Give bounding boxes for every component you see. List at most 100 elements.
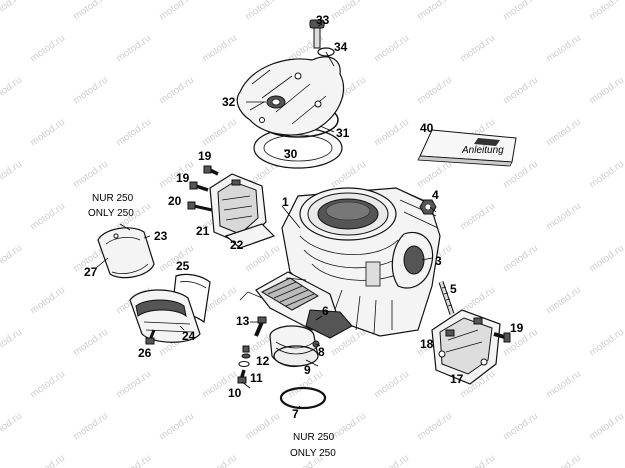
watermark-text: motod.ru — [372, 369, 411, 401]
callout-33: 33 — [316, 13, 330, 27]
watermark-text: motod.ru — [114, 117, 153, 149]
watermark-text: motod.ru — [544, 33, 583, 65]
callout-3: 3 — [435, 254, 442, 268]
watermark-text: motod.ru — [372, 33, 411, 65]
callout-19-top: 19 — [198, 149, 212, 163]
watermark-text: motod.ru — [157, 411, 196, 443]
reed-valve-assembly — [239, 271, 353, 339]
watermark-text: motod.ru — [0, 75, 24, 107]
watermark-text: motod.ru — [458, 453, 497, 468]
watermark-text: motod.ru — [0, 327, 24, 359]
watermark-text: motod.ru — [415, 159, 454, 191]
nut — [419, 199, 437, 215]
watermark-text: motod.ru — [415, 0, 454, 22]
watermark-text: motod.ru — [587, 75, 625, 107]
watermark-text: motod.ru — [587, 327, 625, 359]
leader-lines — [95, 23, 437, 409]
watermark-text: motod.ru — [587, 159, 625, 191]
watermark-text: motod.ru — [0, 0, 24, 22]
watermark-text: motod.ru — [0, 411, 24, 443]
watermark-text: motod.ru — [71, 0, 110, 22]
watermark-text: motod.ru — [114, 369, 153, 401]
callout-12: 12 — [256, 354, 270, 368]
callout-24: 24 — [182, 329, 196, 343]
note-top-line2: ONLY 250 — [88, 208, 134, 219]
callout-10: 10 — [228, 386, 242, 400]
watermark-text: motod.ru — [114, 453, 153, 468]
callout-20: 20 — [168, 194, 182, 208]
callout-8: 8 — [318, 345, 325, 359]
small-screws — [237, 345, 251, 384]
owners-manual: Anleitung — [417, 129, 517, 167]
callout-26: 26 — [138, 346, 152, 360]
watermark-text: motod.ru — [71, 327, 110, 359]
valve-cover — [431, 309, 501, 385]
watermark-text: motod.ru — [157, 75, 196, 107]
cylinder-head — [236, 56, 345, 136]
head-screw — [313, 25, 321, 49]
exhaust-valve-housing — [209, 173, 276, 249]
callout-4: 4 — [432, 188, 439, 202]
watermark-text: motod.ru — [587, 243, 625, 275]
watermark-text: motod.ru — [28, 33, 67, 65]
callout-40: 40 — [420, 121, 434, 135]
watermark-text: motod.ru — [458, 201, 497, 233]
watermark-text: motod.ru — [28, 285, 67, 317]
watermark-text: motod.ru — [71, 411, 110, 443]
callout-23: 23 — [154, 229, 168, 243]
callout-31: 31 — [336, 126, 350, 140]
watermark-text: motod.ru — [329, 411, 368, 443]
watermark-text: motod.ru — [200, 33, 239, 65]
manual-text: Anleitung — [461, 145, 504, 156]
watermark-text: motod.ru — [501, 243, 540, 275]
watermark-text: motod.ru — [28, 117, 67, 149]
watermark-text: motod.ru — [544, 285, 583, 317]
screw-right — [493, 332, 511, 343]
watermark-text: motod.ru — [200, 453, 239, 468]
watermark-text: motod.ru — [544, 369, 583, 401]
watermark-text: motod.ru — [587, 0, 625, 22]
callout-27: 27 — [84, 265, 98, 279]
callout-34: 34 — [334, 40, 348, 54]
callout-5: 5 — [450, 282, 457, 296]
watermark-text: motod.ru — [329, 159, 368, 191]
watermark-text: motod.ru — [114, 33, 153, 65]
callout-19-right: 19 — [510, 321, 524, 335]
callout-32: 32 — [222, 95, 236, 109]
callout-labels: 1 3 4 5 6 7 8 9 10 11 12 13 17 18 19 19 … — [84, 13, 524, 421]
watermark-text: motod.ru — [243, 0, 282, 22]
watermark-text: motod.ru — [157, 0, 196, 22]
callout-13: 13 — [236, 314, 250, 328]
cylinder-head-group — [236, 19, 345, 169]
callout-9: 9 — [304, 363, 311, 377]
callout-25: 25 — [176, 259, 190, 273]
watermark-text: motod.ru — [28, 453, 67, 468]
flange-screw — [254, 316, 267, 337]
callout-1: 1 — [282, 195, 289, 209]
watermark-text: motod.ru — [0, 243, 24, 275]
watermark-text: motod.ru — [544, 117, 583, 149]
watermark-text: motod.ru — [501, 0, 540, 22]
watermark-text: motod.ru — [544, 201, 583, 233]
watermark-text: motod.ru — [28, 201, 67, 233]
callout-21: 21 — [196, 224, 210, 238]
watermark-text: motod.ru — [501, 75, 540, 107]
watermark-text: motod.ru — [544, 453, 583, 468]
watermark-text: motod.ru — [0, 159, 24, 191]
watermark-text: motod.ru — [200, 117, 239, 149]
watermark-text: motod.ru — [329, 0, 368, 22]
callout-6: 6 — [322, 304, 329, 318]
o-ring — [279, 386, 327, 410]
callout-17: 17 — [450, 372, 464, 386]
watermark-text: motod.ru — [501, 411, 540, 443]
watermark-text: motod.ru — [458, 33, 497, 65]
watermark-text: motod.ru — [587, 411, 625, 443]
watermark-text: motod.ru — [71, 159, 110, 191]
note-top-line1: NUR 250 — [92, 193, 134, 204]
cover-24 — [129, 289, 201, 343]
callout-11: 11 — [250, 371, 263, 385]
callout-18: 18 — [420, 337, 434, 351]
note-bottom-line2: ONLY 250 — [290, 448, 336, 459]
